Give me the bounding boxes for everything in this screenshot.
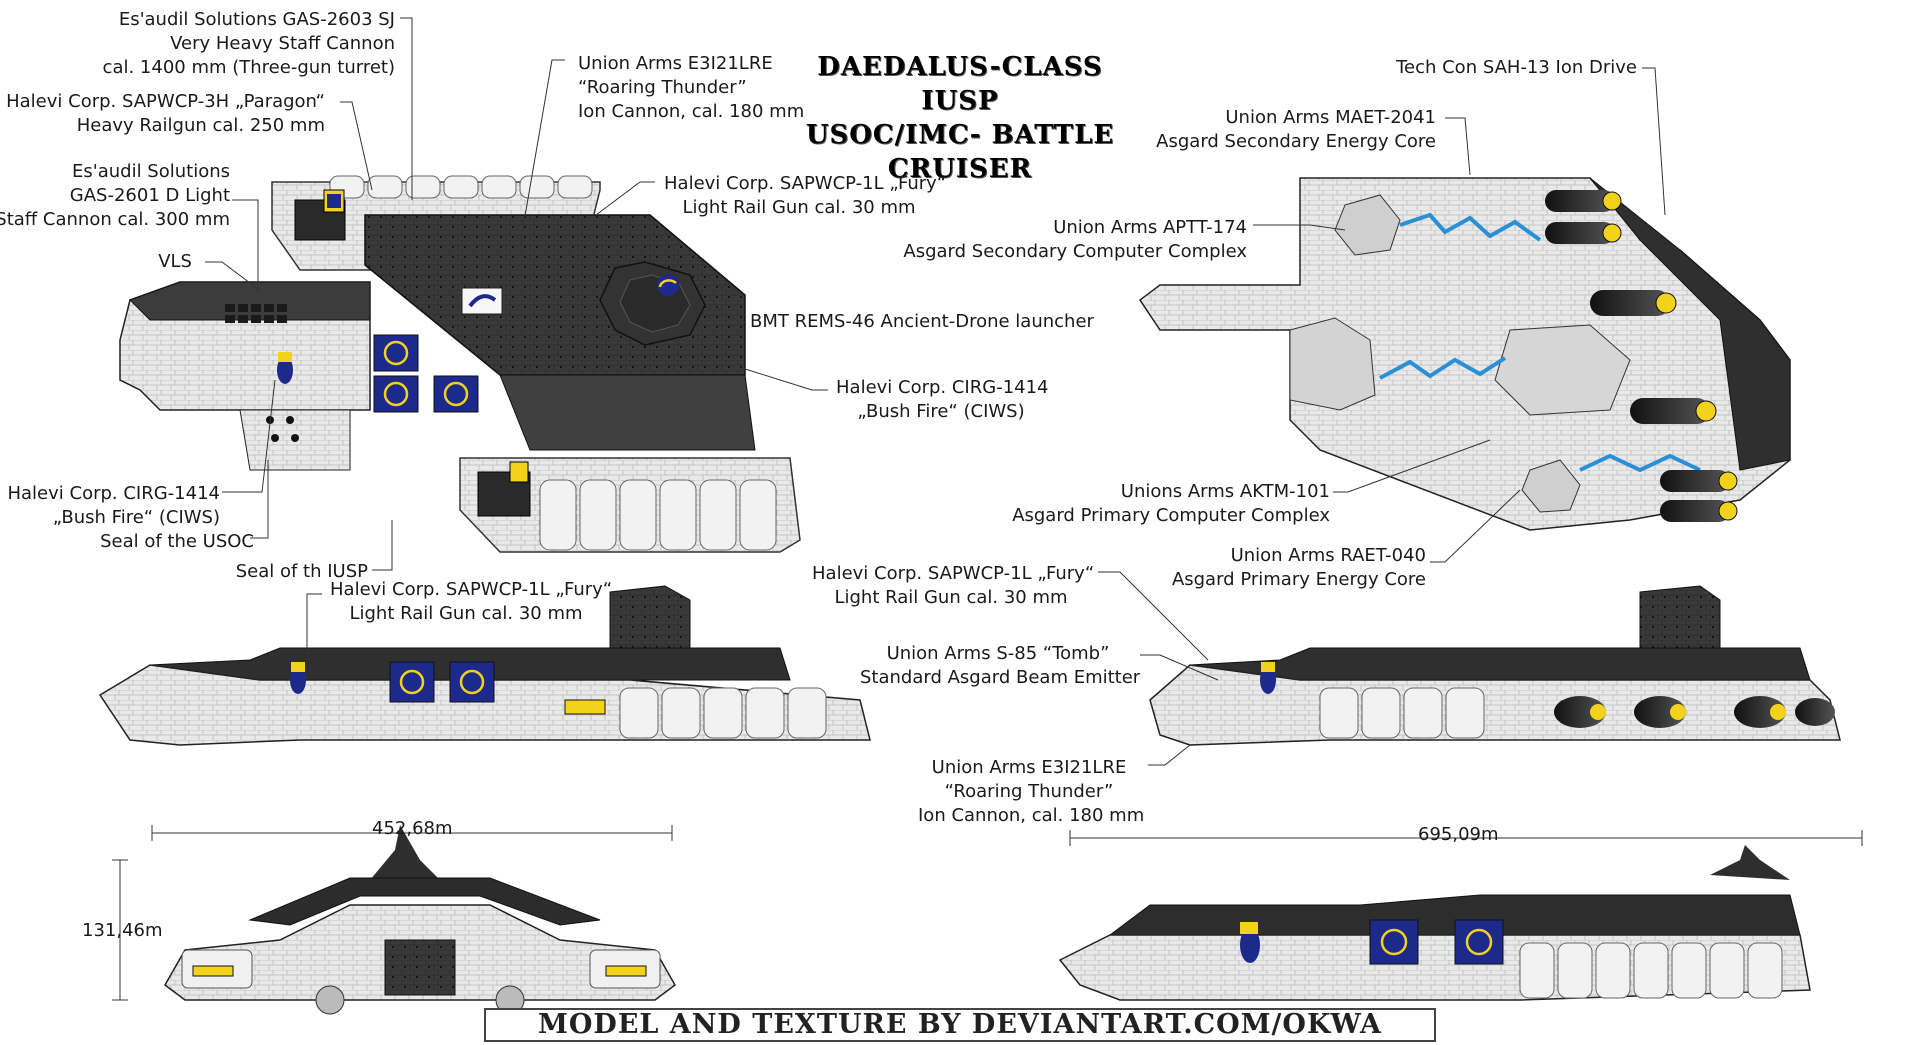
callout-aptt-174: Union Arms APTT-174 Asgard Secondary Com… bbox=[903, 216, 1247, 264]
callout-cirg-left: Halevi Corp. CIRG-1414 „Bush Fire“ (CIWS… bbox=[7, 482, 220, 530]
dimension-height: 131,46m bbox=[82, 920, 163, 941]
callout-line: Unions Arms AKTM-101 bbox=[1120, 481, 1330, 502]
callout-e3i21-top: Union Arms E3I21LRE “Roaring Thunder” Io… bbox=[578, 52, 804, 124]
seal-banners bbox=[373, 334, 479, 413]
callout-line: Union Arms E3I21LRE bbox=[578, 53, 773, 74]
callout-maet-2041: Union Arms MAET-2041 Asgard Secondary En… bbox=[1156, 106, 1436, 154]
top-view-ship bbox=[119, 175, 801, 553]
credit-text: MODEL AND TEXTURE BY DEVIANTART.COM/OKWA bbox=[538, 1009, 1382, 1040]
callout-paragon: Halevi Corp. SAPWCP-3H „Paragon“ Heavy R… bbox=[6, 90, 325, 138]
callout-line: „Bush Fire“ (CIWS) bbox=[857, 401, 1025, 422]
callout-line: Seal of the USOC bbox=[100, 531, 254, 552]
callout-line: Asgard Secondary Computer Complex bbox=[903, 241, 1247, 262]
callout-line: Very Heavy Staff Cannon bbox=[170, 33, 395, 54]
diagram-title: DAEDALUS-CLASS IUSP USOC/IMC- BATTLE CRU… bbox=[760, 50, 1160, 186]
callout-line: Light Rail Gun cal. 30 mm bbox=[834, 587, 1068, 608]
callout-line: Staff Cannon cal. 300 mm bbox=[0, 209, 230, 230]
callout-line: Ion Cannon, cal. 180 mm bbox=[578, 101, 805, 122]
callout-line: Ion Cannon, cal. 180 mm bbox=[918, 805, 1145, 826]
dimension-length: 695,09m bbox=[1418, 824, 1499, 845]
callout-line: Union Arms MAET-2041 bbox=[1225, 107, 1436, 128]
front-view bbox=[164, 825, 676, 1015]
title-line-1: DAEDALUS-CLASS bbox=[817, 52, 1103, 82]
callout-fury-side-left: Halevi Corp. SAPWCP-1L „Fury“ Light Rail… bbox=[330, 578, 613, 626]
callout-line: “Roaring Thunder” bbox=[944, 781, 1114, 802]
callout-line: Union Arms RAET-040 bbox=[1230, 545, 1426, 566]
callout-line: Halevi Corp. SAPWCP-1L „Fury“ bbox=[330, 579, 613, 600]
callout-line: Asgard Primary Computer Complex bbox=[1012, 505, 1330, 526]
internal-view-ship bbox=[1138, 177, 1791, 531]
callout-line: Asgard Secondary Energy Core bbox=[1156, 131, 1436, 152]
callout-aktm-101: Unions Arms AKTM-101 Asgard Primary Comp… bbox=[1012, 480, 1330, 528]
callout-line: “Roaring Thunder” bbox=[578, 77, 747, 98]
dimension-width: 452,68m bbox=[372, 818, 453, 839]
ion-drive-engines bbox=[1545, 190, 1738, 522]
bridge-tower bbox=[599, 261, 706, 346]
callout-line: Union Arms E3I21LRE bbox=[931, 757, 1127, 778]
callout-fury-side-right: Halevi Corp. SAPWCP-1L „Fury“ Light Rail… bbox=[812, 562, 1095, 610]
callout-e3i21-bottom: Union Arms E3I21LRE “Roaring Thunder” Io… bbox=[918, 756, 1145, 828]
callout-line: VLS bbox=[158, 251, 192, 272]
credit-banner: MODEL AND TEXTURE BY DEVIANTART.COM/OKWA bbox=[484, 1008, 1436, 1042]
title-line-2: IUSP bbox=[921, 86, 999, 116]
callout-line: Es'audil Solutions bbox=[72, 161, 230, 182]
callout-sah-13: Tech Con SAH-13 Ion Drive bbox=[1396, 56, 1637, 80]
leader-lines bbox=[205, 17, 1666, 766]
forward-hull bbox=[119, 281, 371, 471]
callout-line: Heavy Railgun cal. 250 mm bbox=[76, 115, 325, 136]
side-view-starboard bbox=[1149, 585, 1841, 746]
dimension-lines bbox=[112, 825, 1863, 1001]
callout-line: Halevi Corp. SAPWCP-3H „Paragon“ bbox=[6, 91, 325, 112]
callout-line: „Bush Fire“ (CIWS) bbox=[52, 507, 220, 528]
callout-line: Tech Con SAH-13 Ion Drive bbox=[1396, 57, 1637, 78]
callout-line: Union Arms S-85 “Tomb” bbox=[886, 643, 1110, 664]
callout-seal-iusp: Seal of th IUSP bbox=[236, 560, 368, 584]
callout-line: Halevi Corp. CIRG-1414 bbox=[7, 483, 220, 504]
callout-gas-2603: Es'audil Solutions GAS-2603 SJ Very Heav… bbox=[103, 8, 395, 80]
callout-line: GAS-2601 D Light bbox=[69, 185, 230, 206]
callout-raet-040: Union Arms RAET-040 Asgard Primary Energ… bbox=[1172, 544, 1426, 592]
callout-line: Halevi Corp. CIRG-1414 bbox=[836, 377, 1049, 398]
callout-line: Halevi Corp. SAPWCP-1L „Fury“ bbox=[664, 173, 947, 194]
callout-line: Asgard Primary Energy Core bbox=[1171, 569, 1426, 590]
callout-vls: VLS bbox=[158, 250, 192, 274]
lower-pod bbox=[459, 457, 801, 553]
callout-line: Es'audil Solutions GAS-2603 SJ bbox=[118, 9, 395, 30]
callout-line: Light Rail Gun cal. 30 mm bbox=[349, 603, 583, 624]
callout-line: Standard Asgard Beam Emitter bbox=[860, 667, 1141, 688]
callout-line: Light Rail Gun cal. 30 mm bbox=[682, 197, 916, 218]
callout-line: Seal of th IUSP bbox=[235, 561, 368, 582]
profile-view bbox=[1058, 845, 1811, 1001]
callout-line: BMT REMS-46 Ancient-Drone launcher bbox=[750, 311, 1094, 332]
callout-line: cal. 1400 mm (Three-gun turret) bbox=[102, 57, 395, 78]
callout-rems-46: BMT REMS-46 Ancient-Drone launcher bbox=[750, 310, 1094, 334]
main-slab bbox=[364, 214, 756, 451]
callout-line: Halevi Corp. SAPWCP-1L „Fury“ bbox=[812, 563, 1095, 584]
callout-cirg-right: Halevi Corp. CIRG-1414 „Bush Fire“ (CIWS… bbox=[836, 376, 1049, 424]
callout-seal-usoc: Seal of the USOC bbox=[100, 530, 254, 554]
callout-gas-2601: Es'audil Solutions GAS-2601 D Light Staf… bbox=[0, 160, 230, 232]
title-line-3: USOC/IMC- BATTLE CRUISER bbox=[805, 120, 1115, 184]
callout-s85-tomb: Union Arms S-85 “Tomb” Standard Asgard B… bbox=[860, 642, 1141, 690]
callout-fury-top: Halevi Corp. SAPWCP-1L „Fury“ Light Rail… bbox=[664, 172, 947, 220]
callout-line: Union Arms APTT-174 bbox=[1053, 217, 1247, 238]
side-view-port bbox=[98, 585, 871, 746]
